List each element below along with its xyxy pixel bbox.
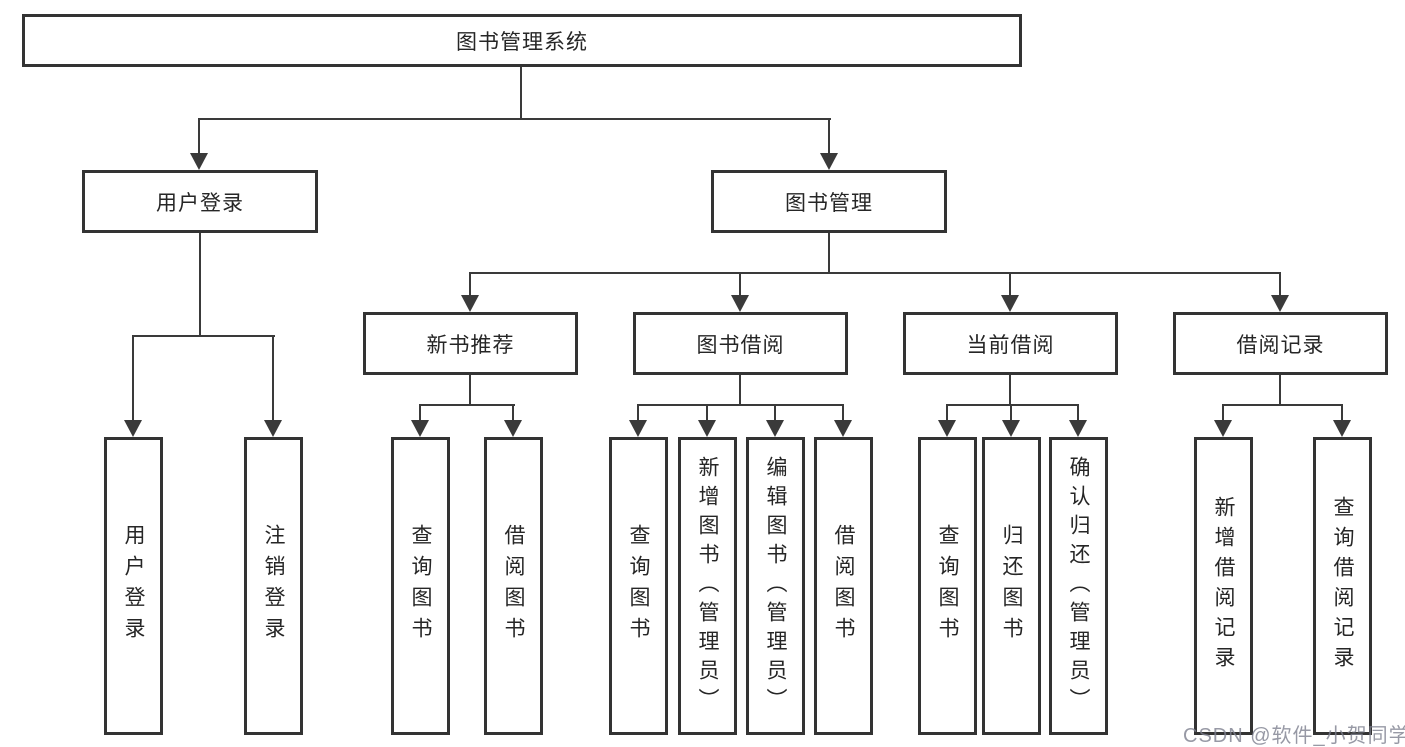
connector-to-cb-confirm	[1077, 404, 1079, 422]
arrowhead-cb-return	[1002, 420, 1020, 437]
watermark: CSDN @软件_小贺同学	[1183, 725, 1405, 747]
node-book-borrowing: 图书借阅	[633, 312, 848, 375]
node-user-login: 用户登录	[82, 170, 318, 233]
connector-to-cb-return	[1010, 404, 1012, 422]
connector-userlogin-stem	[199, 233, 201, 337]
arrowhead-bb-query	[629, 420, 647, 437]
connector-to-leaf-user-login	[132, 335, 134, 421]
node-leaf-bb-edit-books: 编辑图书（管理员）	[746, 437, 805, 735]
connector-bookmgmt-branch	[469, 272, 1281, 274]
arrowhead-br-query	[1333, 420, 1351, 437]
connector-root-stem	[520, 66, 522, 119]
arrowhead-bb-add	[698, 420, 716, 437]
connector-to-book-management	[828, 118, 830, 156]
connector-br-branch	[1222, 404, 1343, 406]
connector-br-stem	[1279, 375, 1281, 406]
node-borrowing-records: 借阅记录	[1173, 312, 1388, 375]
connector-cb-stem	[1009, 375, 1011, 406]
arrowhead-book-management	[820, 153, 838, 170]
node-leaf-nbr-borrow-books: 借阅图书	[484, 437, 543, 735]
connector-to-nbr-query	[419, 404, 421, 422]
connector-bb-branch	[637, 404, 843, 406]
arrowhead-current-borrowing	[1001, 295, 1019, 312]
connector-to-br-query	[1341, 404, 1343, 422]
connector-to-bb-add	[706, 404, 708, 422]
connector-to-bb-borrow	[842, 404, 844, 422]
arrowhead-new-book-recommend	[461, 295, 479, 312]
connector-cb-branch	[946, 404, 1079, 406]
node-leaf-nbr-query-books: 查询图书	[391, 437, 450, 735]
node-leaf-user-login: 用户登录	[104, 437, 163, 735]
connector-root-branch	[199, 118, 831, 120]
node-leaf-bb-borrow-books: 借阅图书	[814, 437, 873, 735]
node-leaf-cb-confirm-return: 确认归还（管理员）	[1049, 437, 1108, 735]
connector-userlogin-branch	[132, 335, 275, 337]
node-leaf-logout: 注销登录	[244, 437, 303, 735]
connector-to-book-borrowing	[739, 272, 741, 297]
arrowhead-book-borrowing	[731, 295, 749, 312]
node-leaf-cb-return-books: 归还图书	[982, 437, 1041, 735]
node-new-book-recommend: 新书推荐	[363, 312, 578, 375]
arrowhead-leaf-logout	[264, 420, 282, 437]
node-leaf-cb-query-books: 查询图书	[918, 437, 977, 735]
connector-bb-stem	[739, 375, 741, 406]
node-book-management: 图书管理	[711, 170, 947, 233]
node-leaf-bb-add-books: 新增图书（管理员）	[678, 437, 737, 735]
connector-to-new-book-recommend	[469, 272, 471, 297]
connector-nbr-branch	[419, 404, 515, 406]
connector-to-cb-query	[946, 404, 948, 422]
connector-nbr-stem	[469, 375, 471, 406]
connector-to-user-login	[198, 118, 200, 156]
arrowhead-br-add	[1214, 420, 1232, 437]
connector-to-br-add	[1222, 404, 1224, 422]
arrowhead-cb-query	[938, 420, 956, 437]
node-current-borrowing: 当前借阅	[903, 312, 1118, 375]
connector-to-borrowing-records	[1279, 272, 1281, 297]
node-leaf-br-query-record: 查询借阅记录	[1313, 437, 1372, 735]
arrowhead-bb-edit	[766, 420, 784, 437]
connector-to-current-borrowing	[1009, 272, 1011, 297]
node-root: 图书管理系统	[22, 14, 1022, 67]
arrowhead-nbr-query	[411, 420, 429, 437]
connector-to-nbr-borrow	[512, 404, 514, 422]
arrowhead-nbr-borrow	[504, 420, 522, 437]
arrowhead-leaf-user-login	[124, 420, 142, 437]
arrowhead-bb-borrow	[834, 420, 852, 437]
connector-to-bb-query	[637, 404, 639, 422]
connector-to-bb-edit	[774, 404, 776, 422]
node-leaf-bb-query-books: 查询图书	[609, 437, 668, 735]
connector-to-leaf-logout	[272, 335, 274, 421]
arrowhead-cb-confirm	[1069, 420, 1087, 437]
arrowhead-user-login	[190, 153, 208, 170]
node-leaf-br-add-record: 新增借阅记录	[1194, 437, 1253, 735]
connector-bookmgmt-stem	[828, 233, 830, 273]
arrowhead-borrowing-records	[1271, 295, 1289, 312]
